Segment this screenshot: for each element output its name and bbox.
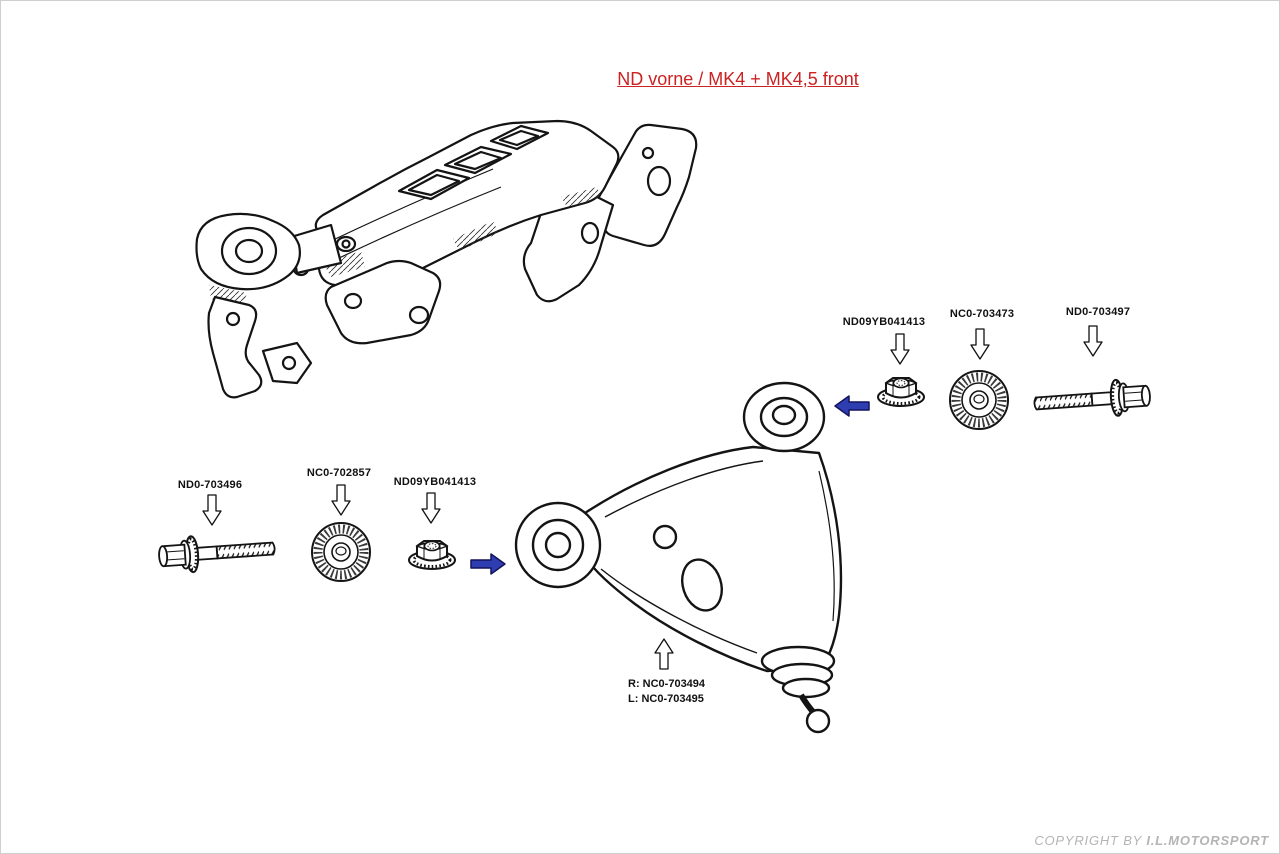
- part-label-upper-bolt: ND0-703497: [1065, 306, 1131, 318]
- down-arrow-lower-nut-icon: [421, 492, 441, 524]
- part-label-upper-washer: NC0-703473: [949, 308, 1015, 320]
- part-label-control-arm-left: L: NC0-703495: [628, 693, 704, 705]
- down-arrow-lower-washer-icon: [331, 484, 351, 516]
- part-label-lower-nut: ND09YB041413: [393, 476, 477, 488]
- diagram-title: ND vorne / MK4 + MK4,5 front: [617, 69, 859, 89]
- copyright-brand: I.L.MOTORSPORT: [1146, 833, 1269, 848]
- down-arrow-lower-bolt-icon: [202, 494, 222, 526]
- blue-arrow-upper-icon: [834, 395, 870, 417]
- down-arrow-upper-bolt-icon: [1083, 325, 1103, 357]
- part-label-lower-bolt: ND0-703496: [177, 479, 243, 491]
- flange-bolt-upper-drawing: [1031, 375, 1153, 424]
- subframe-drawing: [195, 119, 698, 399]
- part-label-control-arm: R: NC0-703494 L: NC0-703495: [628, 677, 705, 707]
- part-label-upper-nut: ND09YB041413: [842, 316, 926, 328]
- blue-arrow-lower-icon: [470, 553, 506, 575]
- copyright-text: COPYRIGHT BY I.L.MOTORSPORT: [1034, 833, 1269, 848]
- cone-washer-lower-drawing: [312, 523, 370, 581]
- cone-washer-upper-drawing: [950, 371, 1008, 429]
- flange-nut-upper-drawing: [876, 376, 926, 408]
- copyright-prefix: COPYRIGHT BY: [1034, 833, 1147, 848]
- down-arrow-upper-washer-icon: [970, 328, 990, 360]
- flange-bolt-lower-drawing: [156, 528, 278, 577]
- down-arrow-upper-nut-icon: [890, 333, 910, 365]
- up-arrow-control-arm-icon: [654, 638, 674, 670]
- part-label-control-arm-right: R: NC0-703494: [628, 678, 706, 690]
- flange-nut-lower-drawing: [407, 539, 457, 571]
- part-label-lower-washer: NC0-702857: [306, 467, 372, 479]
- control-arm-drawing: [514, 381, 843, 734]
